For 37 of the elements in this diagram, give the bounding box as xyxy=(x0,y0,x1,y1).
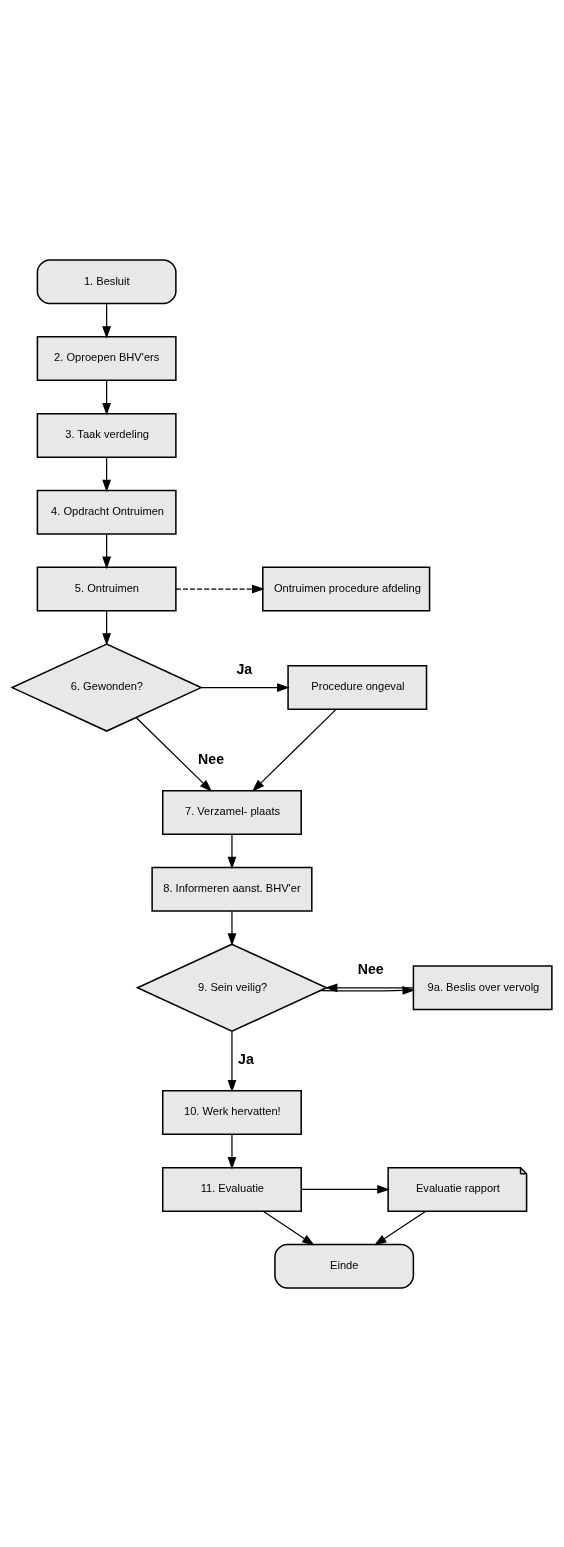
node-diamond: 6. Gewonden? xyxy=(10,642,203,732)
arrow xyxy=(320,985,415,995)
arrow xyxy=(227,1030,237,1093)
node-diamond: 9. Sein veilig? xyxy=(135,942,329,1032)
node-box: 8. Informeren aanst. BHV'er xyxy=(151,866,313,912)
arrow xyxy=(374,1210,427,1245)
arrow xyxy=(102,532,112,569)
arrow xyxy=(227,1133,237,1169)
edge-label: Ja xyxy=(238,1050,254,1067)
node-box: 9a. Beslis over vervolg xyxy=(412,964,553,1010)
node-box: 2. Oproepen BHV'ers xyxy=(36,335,177,381)
arrow xyxy=(300,1184,390,1194)
arrow xyxy=(262,1210,315,1245)
arrow xyxy=(227,833,237,869)
arrow xyxy=(102,302,112,339)
node-box: Ontruimen procedure afdeling xyxy=(262,566,431,612)
arrow xyxy=(227,910,237,946)
arrow xyxy=(135,716,212,792)
arrow xyxy=(102,456,112,492)
edge-label: Nee xyxy=(357,960,384,977)
edge-label: Nee xyxy=(198,750,225,767)
node-box: Einde xyxy=(274,1243,415,1289)
arrow xyxy=(252,708,337,792)
node-box: 4. Opdracht Ontruimen xyxy=(36,489,177,535)
arrow xyxy=(175,584,265,593)
arrow xyxy=(102,609,112,646)
arrow xyxy=(200,682,290,692)
arrow xyxy=(102,379,112,415)
node-box: 3. Taak verdeling xyxy=(36,412,177,458)
node-box: 11. Evaluatie xyxy=(161,1166,302,1212)
node-box: 7. Verzamel- plaats xyxy=(161,789,302,835)
node-box: 1. Besluit xyxy=(36,258,177,304)
node-box: 5. Ontruimen xyxy=(36,566,177,612)
node-box: 10. Werk hervatten! xyxy=(161,1089,302,1135)
node-box: Procedure ongeval xyxy=(287,664,428,710)
edge-label: Ja xyxy=(236,660,253,677)
arrow xyxy=(324,982,414,992)
